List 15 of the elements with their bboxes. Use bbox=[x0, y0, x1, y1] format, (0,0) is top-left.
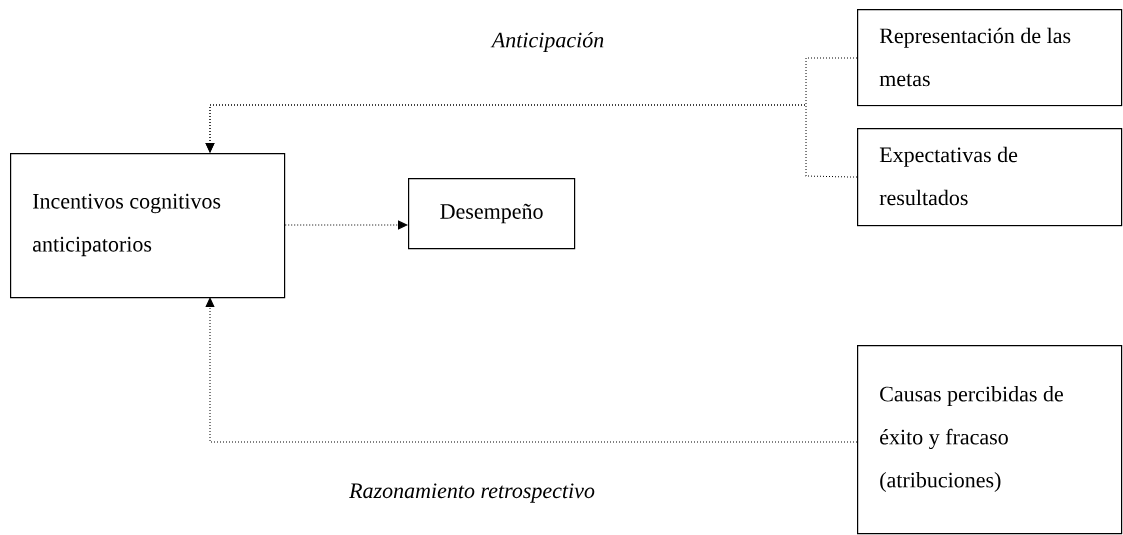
arrow bbox=[205, 104, 858, 178]
box bbox=[10, 153, 286, 299]
arrow bbox=[205, 297, 858, 443]
box bbox=[857, 9, 1123, 107]
box-text: Representación de las metas bbox=[879, 27, 1071, 87]
box bbox=[857, 128, 1123, 227]
annotation: Razonamiento retrospectivo bbox=[348, 483, 595, 503]
box-text: Expectativas de resultados bbox=[879, 146, 1018, 206]
box-text: Incentivos cognitivos anticipatorios bbox=[32, 193, 221, 257]
box bbox=[408, 178, 576, 250]
arrow bbox=[284, 220, 408, 230]
box bbox=[857, 345, 1123, 535]
annotation: Anticipación bbox=[490, 32, 604, 52]
box-text: Desempeño bbox=[440, 203, 543, 224]
box-text: Causas percibidas de éxito y fracaso (atribuciones) bbox=[880, 386, 1063, 492]
